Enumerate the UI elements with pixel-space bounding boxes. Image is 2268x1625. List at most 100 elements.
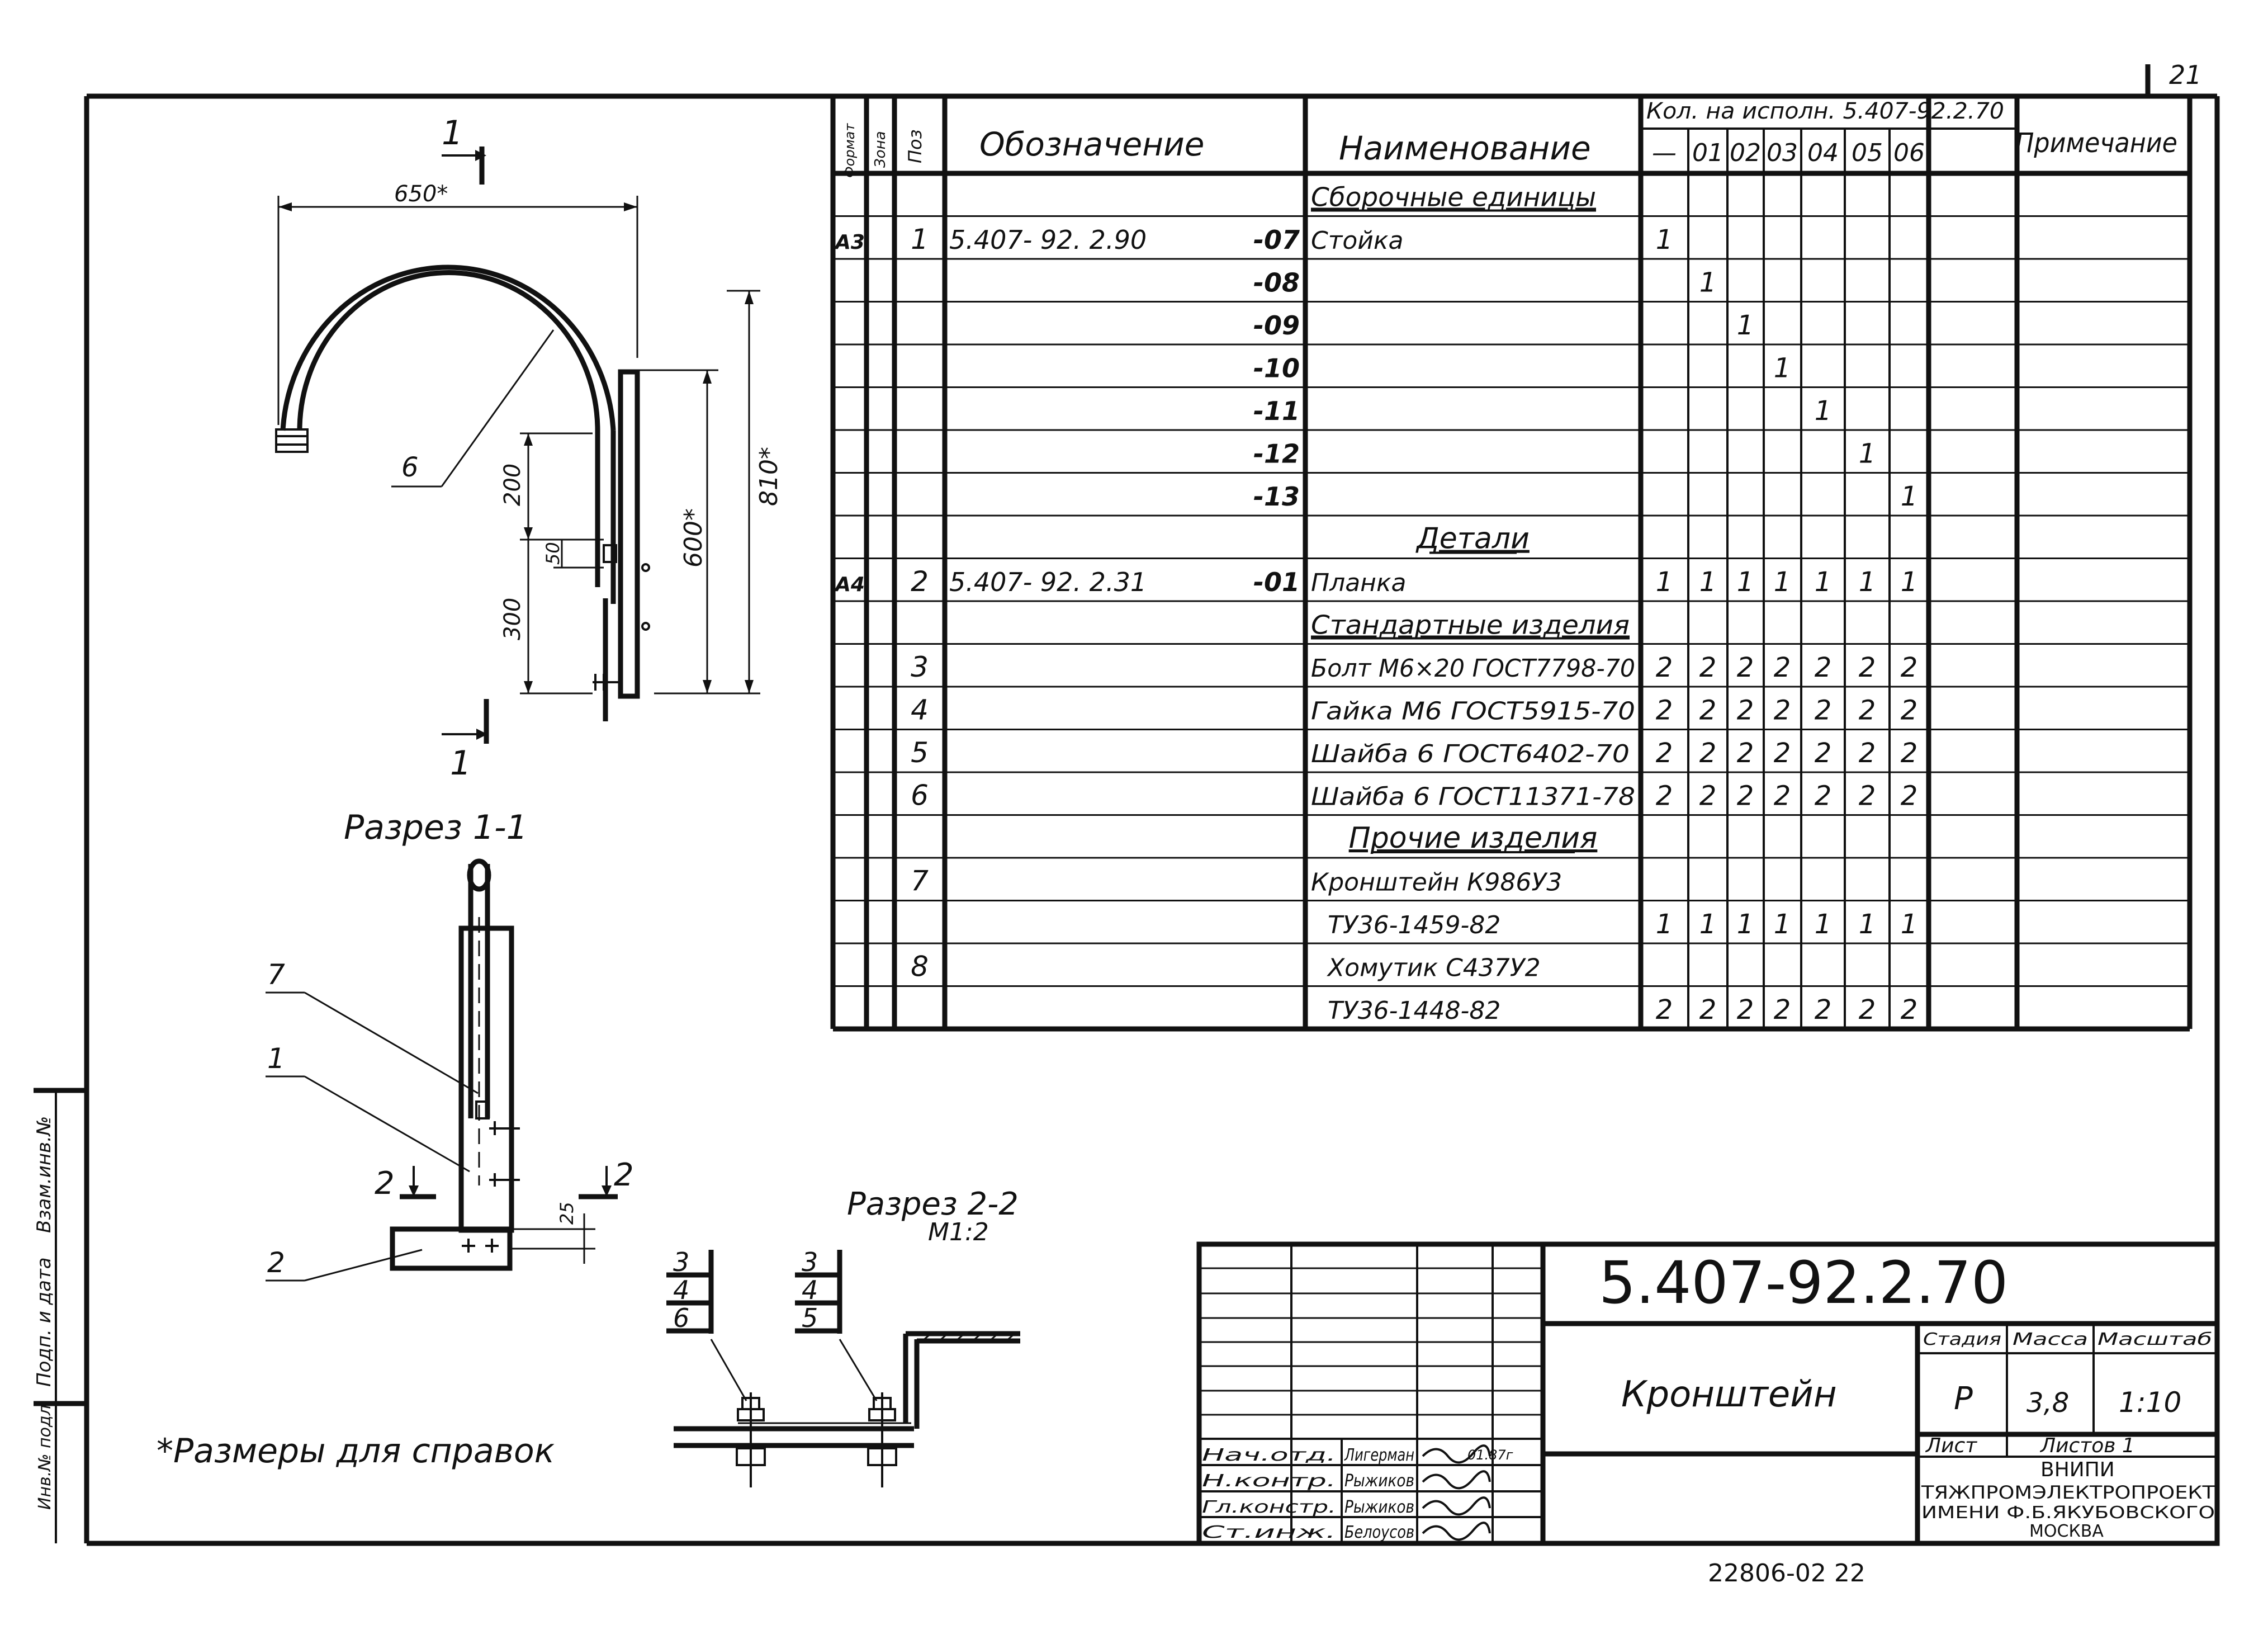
leader-1-label: 1 (267, 1042, 285, 1075)
row-position: 6 (911, 780, 929, 812)
row-position: 1 (911, 223, 929, 256)
row-qty-4: 1 (1815, 909, 1832, 940)
bracket-main-view: 1 1 650* 810* 600* 200 (275, 114, 783, 783)
row-qty-3: 2 (1774, 652, 1791, 683)
header-note: Примечание (2015, 127, 2177, 159)
row-position: 8 (911, 951, 929, 983)
dim-height-810: 810* (755, 447, 783, 506)
callout-item: 5 (802, 1303, 818, 1333)
spec-table-grid (830, 96, 2193, 1032)
signature-row: Ст.инж.Белоусов (1202, 1522, 1491, 1542)
side-label-replace: Взам.инв.№ (33, 1116, 55, 1233)
header-format: Формат (842, 123, 858, 178)
section-1-bottom-label: 1 (450, 744, 471, 783)
signature-scribble (1422, 1444, 1491, 1464)
header-designation: Обозначение (979, 125, 1204, 163)
spec-row: Стандартные изделия (1311, 610, 1630, 640)
org-line-3: ИМЕНИ Ф.Б.ЯКУБОВСКОГО (1921, 1503, 2215, 1523)
section-1-top-label: 1 (442, 114, 463, 153)
callout-item: 6 (673, 1303, 689, 1333)
row-name: Шайба 6 ГОСТ6402-70 (1311, 740, 1630, 768)
signature-row: Гл.констр. Рыжиков (1202, 1496, 1491, 1517)
row-qty-6: 1 (1901, 481, 1918, 512)
row-qty-4: 1 (1815, 395, 1832, 427)
row-qty-5: 2 (1859, 738, 1876, 769)
dim-25: 25 (556, 1202, 577, 1225)
row-qty-1: 2 (1699, 652, 1717, 683)
mass-value: 3,8 (2026, 1387, 2069, 1419)
row-qty-6: 2 (1901, 695, 1918, 726)
row-qty-2: 1 (1737, 310, 1754, 341)
row-qty-3: 2 (1774, 994, 1791, 1026)
dim-height-600: 600* (679, 508, 708, 568)
header-pos: Поз (905, 129, 926, 163)
leader-7-label: 7 (267, 958, 285, 991)
dim-50: 50 (542, 542, 564, 565)
header-qty-group: Кол. на исполн. 5.407-92.2.70 (1646, 98, 2004, 124)
archive-number: 22806-02 22 (1708, 1559, 1865, 1588)
row-name: Планка (1311, 569, 1406, 597)
signature-name: Рыжиков (1344, 1471, 1414, 1491)
specification-table: Формат Зона Поз Обозначение Наименование… (830, 96, 2193, 1032)
signature-role: Гл.констр. (1202, 1498, 1336, 1517)
signature-scribble (1422, 1470, 1491, 1490)
spec-row: Прочие изделия (1349, 821, 1598, 855)
section-2-left-label: 2 (375, 1165, 395, 1202)
signature-role: Нач.отд. (1202, 1446, 1336, 1465)
row-position: 3 (911, 651, 929, 683)
row-qty-1: 2 (1699, 781, 1717, 812)
bolt-left (736, 1392, 766, 1487)
spec-row: 8 Хомутик С437У2 (911, 951, 1541, 983)
row-qty-5: 1 (1859, 909, 1876, 940)
row-qty-6: 1 (1901, 566, 1918, 598)
row-suffix: -09 (1253, 310, 1300, 341)
section-heading: Детали (1415, 522, 1530, 556)
row-qty-0: 1 (1656, 909, 1673, 940)
row-name: Хомутик С437У2 (1327, 954, 1541, 982)
row-name: Болт М6×20 ГОСТ7798-70 (1311, 654, 1635, 683)
row-qty-3: 2 (1774, 695, 1791, 726)
variant-header-3: 03 (1767, 139, 1798, 167)
row-suffix: -08 (1253, 268, 1300, 298)
variant-header-0: — (1652, 139, 1677, 167)
section-1-1-view: Разрез 1-1 2 2 25 (266, 808, 634, 1282)
row-qty-6: 2 (1901, 652, 1918, 683)
doc-number: 5.407-92.2.70 (1599, 1249, 2008, 1317)
spec-row: -09 1 (1253, 310, 1754, 341)
row-qty-0: 2 (1656, 652, 1673, 683)
row-name: Шайба 6 ГОСТ11371-78 (1311, 783, 1635, 811)
row-name: ТУ36-1459-82 (1328, 911, 1500, 939)
callout-item: 4 (802, 1275, 818, 1305)
variant-header-6: 06 (1893, 139, 1925, 167)
section-2-2-title: Разрез 2-2 (847, 1186, 1019, 1222)
leader-6-label: 6 (401, 452, 419, 483)
row-name: Кронштейн К986У3 (1311, 868, 1562, 897)
row-qty-5: 2 (1859, 781, 1876, 812)
spec-row: Детали (1415, 522, 1530, 556)
section-2-2-view: Разрез 2-2 М1:2 346 345 (666, 1186, 1020, 1487)
signature-name: Рыжиков (1344, 1498, 1414, 1517)
side-stamp: Взам.инв.№ Подп. и дата Инв.№ подл. (33, 1088, 87, 1543)
section-heading: Стандартные изделия (1311, 610, 1630, 640)
row-designation: 5.407- 92. 2.31 (949, 567, 1147, 597)
signature-name: Белоусов (1344, 1523, 1414, 1542)
row-qty-1: 1 (1699, 909, 1717, 940)
row-qty-5: 2 (1859, 695, 1876, 726)
sign-date: 01.87г (1467, 1447, 1513, 1463)
sheet-label: Лист (1925, 1434, 1977, 1457)
row-suffix: -13 (1253, 481, 1300, 512)
leader-2-label: 2 (267, 1246, 285, 1279)
row-suffix: -07 (1253, 225, 1300, 255)
spec-row: Сборочные единицы (1311, 182, 1596, 212)
row-qty-3: 1 (1774, 566, 1791, 598)
section-2-2-scale: М1:2 (928, 1218, 989, 1246)
callout-item: 3 (673, 1247, 689, 1277)
